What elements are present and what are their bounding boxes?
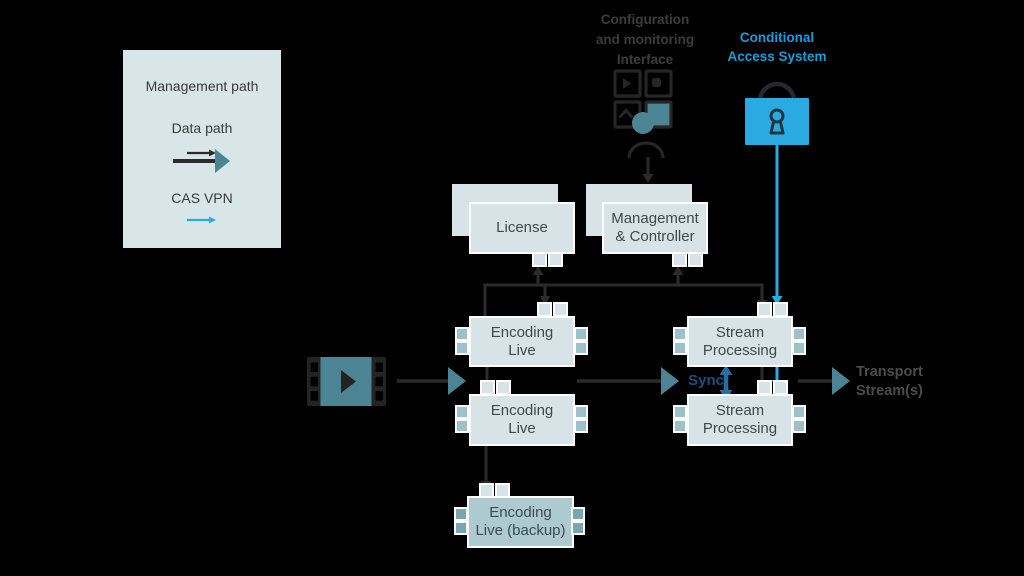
cas-vpn-arrow-sample bbox=[187, 216, 216, 224]
management-path-arrow-sample bbox=[187, 149, 216, 157]
legend: Management path Data path CAS VPN bbox=[123, 50, 281, 248]
node-encoding-live-backup: Encoding Live (backup) bbox=[467, 496, 574, 548]
monitoring-dashboard-icon bbox=[613, 69, 673, 159]
node-stream-processing-2: Stream Processing bbox=[687, 394, 793, 446]
transport-streams-label: Transport Stream(s) bbox=[856, 364, 923, 399]
sync-label: Sync bbox=[688, 372, 724, 389]
node-management-controller: Management & Controller bbox=[602, 202, 708, 254]
legend-data-path-label: Data path bbox=[171, 120, 233, 136]
config-interface-label: Configuration and monitoring Interface bbox=[595, 12, 695, 67]
node-license: License bbox=[469, 202, 575, 254]
node-encoding-live-1: Encoding Live bbox=[469, 316, 575, 367]
config-to-controller-line bbox=[642, 157, 654, 183]
legend-management-path-label: Management path bbox=[145, 78, 259, 94]
legend-cas-vpn-label: CAS VPN bbox=[171, 190, 233, 206]
film-play-icon bbox=[307, 357, 386, 406]
data-path-arrow-sample bbox=[173, 149, 230, 173]
port-tabs bbox=[454, 252, 806, 535]
node-encoding-live-2: Encoding Live bbox=[469, 394, 575, 446]
data-path-line bbox=[397, 367, 850, 395]
padlock-icon bbox=[745, 81, 809, 145]
conditional-access-label: Conditional Access System bbox=[727, 30, 827, 64]
